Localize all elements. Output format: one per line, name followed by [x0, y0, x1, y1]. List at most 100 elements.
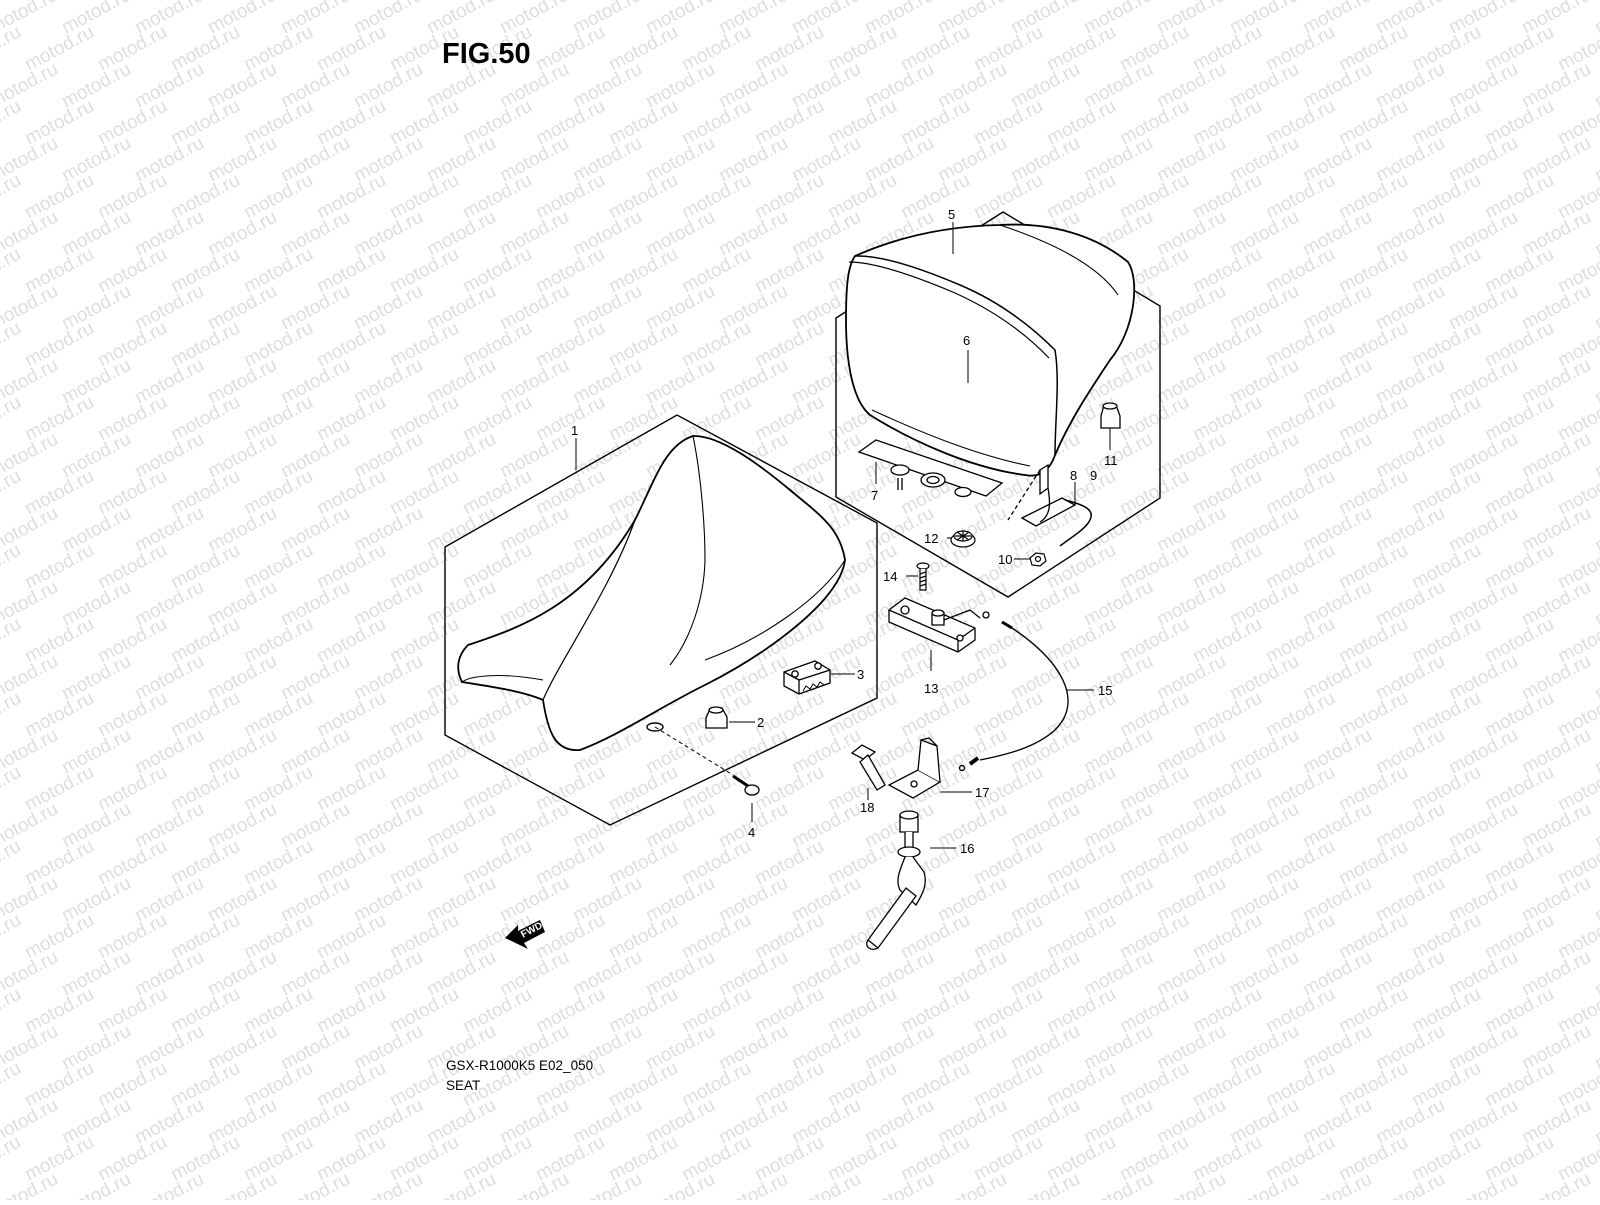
nut-part-10: [1029, 552, 1047, 567]
watermark-text: motod.ru: [313, 688, 389, 742]
watermark-text: motod.ru: [21, 688, 97, 742]
callout-8: 8: [1070, 468, 1077, 483]
watermark-text: motod.ru: [751, 910, 827, 964]
watermark-text: motod.ru: [1262, 984, 1338, 1038]
bolt-part-4: [654, 726, 760, 796]
watermark-text: motod.ru: [1408, 1058, 1484, 1112]
callout-15: 15: [1098, 683, 1112, 698]
watermark-text: motod.ru: [1116, 984, 1192, 1038]
watermark-text: motod.ru: [167, 244, 243, 298]
watermark-text: motod.ru: [386, 910, 462, 964]
watermark-text: motod.ru: [532, 96, 608, 150]
watermark-text: motod.ru: [678, 836, 754, 890]
watermark-text: motod.ru: [1408, 540, 1484, 594]
watermark-text: motod.ru: [21, 170, 97, 224]
watermark-text: motod.ru: [715, 1169, 791, 1200]
front-seat-group: [444, 414, 878, 826]
watermark-text: motod.ru: [0, 614, 25, 668]
cable-part-15: [958, 620, 1069, 772]
watermark-text: motod.ru: [240, 244, 316, 298]
watermark-text: motod.ru: [21, 22, 97, 76]
watermark-text: motod.ru: [313, 910, 389, 964]
watermark-text: motod.ru: [21, 318, 97, 372]
watermark-text: motod.ru: [1189, 910, 1265, 964]
watermark-text: motod.ru: [313, 614, 389, 668]
callout-18: 18: [860, 800, 874, 815]
callout-4: 4: [748, 825, 755, 840]
watermark-text: motod.ru: [459, 836, 535, 890]
watermark-text: motod.ru: [386, 984, 462, 1038]
watermark-text: motod.ru: [131, 1169, 207, 1200]
watermark-text: motod.ru: [167, 614, 243, 668]
watermark-text: motod.ru: [1116, 22, 1192, 76]
watermark-text: motod.ru: [459, 1132, 535, 1186]
watermark-text: motod.ru: [1335, 466, 1411, 520]
watermark-text: motod.ru: [1335, 984, 1411, 1038]
damper-part-11: [1100, 402, 1121, 429]
callout-10: 10: [998, 552, 1012, 567]
watermark-text: motod.ru: [1481, 392, 1557, 446]
watermark-text: motod.ru: [1262, 244, 1338, 298]
watermark-text: motod.ru: [167, 170, 243, 224]
watermark-text: motod.ru: [751, 392, 827, 446]
watermark-text: motod.ru: [350, 1169, 426, 1200]
watermark-text: motod.ru: [240, 96, 316, 150]
watermark-text: motod.ru: [94, 1058, 170, 1112]
watermark-text: motod.ru: [459, 318, 535, 372]
watermark-text: motod.ru: [970, 1058, 1046, 1112]
watermark-text: motod.ru: [1262, 466, 1338, 520]
watermark-text: motod.ru: [678, 318, 754, 372]
watermark-text: motod.ru: [751, 762, 827, 816]
watermark-text: motod.ru: [1335, 614, 1411, 668]
watermark-text: motod.ru: [751, 96, 827, 150]
watermark-text: motod.ru: [167, 96, 243, 150]
watermark-text: motod.ru: [1481, 540, 1557, 594]
front-seat-body: [457, 435, 846, 751]
watermark-text: motod.ru: [167, 466, 243, 520]
watermark-text: motod.ru: [459, 984, 535, 1038]
watermark-text: motod.ru: [1043, 1058, 1119, 1112]
watermark-text: motod.ru: [1481, 836, 1557, 890]
watermark-text: motod.ru: [94, 1132, 170, 1186]
watermark-text: motod.ru: [1591, 133, 1600, 187]
watermark-text: motod.ru: [58, 1169, 134, 1200]
watermark-text: motod.ru: [167, 22, 243, 76]
watermark-text: motod.ru: [94, 392, 170, 446]
watermark-text: motod.ru: [1189, 96, 1265, 150]
watermark-text: motod.ru: [1335, 96, 1411, 150]
watermark-text: motod.ru: [94, 96, 170, 150]
watermark-text: motod.ru: [824, 1058, 900, 1112]
watermark-text: motod.ru: [167, 688, 243, 742]
watermark-text: motod.ru: [970, 910, 1046, 964]
watermark-text: motod.ru: [21, 1058, 97, 1112]
watermark-text: motod.ru: [861, 1169, 937, 1200]
plate-part-7: [857, 439, 1004, 498]
watermark-text: motod.ru: [1043, 1132, 1119, 1186]
watermark-text: motod.ru: [897, 1058, 973, 1112]
watermark-text: motod.ru: [1408, 244, 1484, 298]
leader-lines: [575, 222, 1111, 849]
watermark-text: motod.ru: [313, 1058, 389, 1112]
watermark-text: motod.ru: [1007, 1169, 1083, 1200]
watermark-text: motod.ru: [386, 1132, 462, 1186]
callout-6: 6: [963, 333, 970, 348]
watermark-text: motod.ru: [240, 762, 316, 816]
watermark-text: motod.ru: [970, 96, 1046, 150]
watermark-text: motod.ru: [678, 984, 754, 1038]
watermark-text: motod.ru: [94, 466, 170, 520]
watermark-text: motod.ru: [751, 1058, 827, 1112]
watermark-text: motod.ru: [1591, 281, 1600, 335]
watermark-text: motod.ru: [1189, 984, 1265, 1038]
watermark-text: motod.ru: [0, 688, 25, 742]
clip-part-18: [850, 744, 886, 791]
watermark-text: motod.ru: [240, 1058, 316, 1112]
watermark-text: motod.ru: [313, 22, 389, 76]
watermark-text: motod.ru: [423, 1169, 499, 1200]
callout-16: 16: [960, 841, 974, 856]
watermark-text: motod.ru: [386, 762, 462, 816]
watermark-text: motod.ru: [1335, 1132, 1411, 1186]
watermark-text: motod.ru: [605, 22, 681, 76]
watermark-text: motod.ru: [605, 318, 681, 372]
watermark-text: motod.ru: [1116, 910, 1192, 964]
front-seat-boundary: [444, 414, 878, 826]
